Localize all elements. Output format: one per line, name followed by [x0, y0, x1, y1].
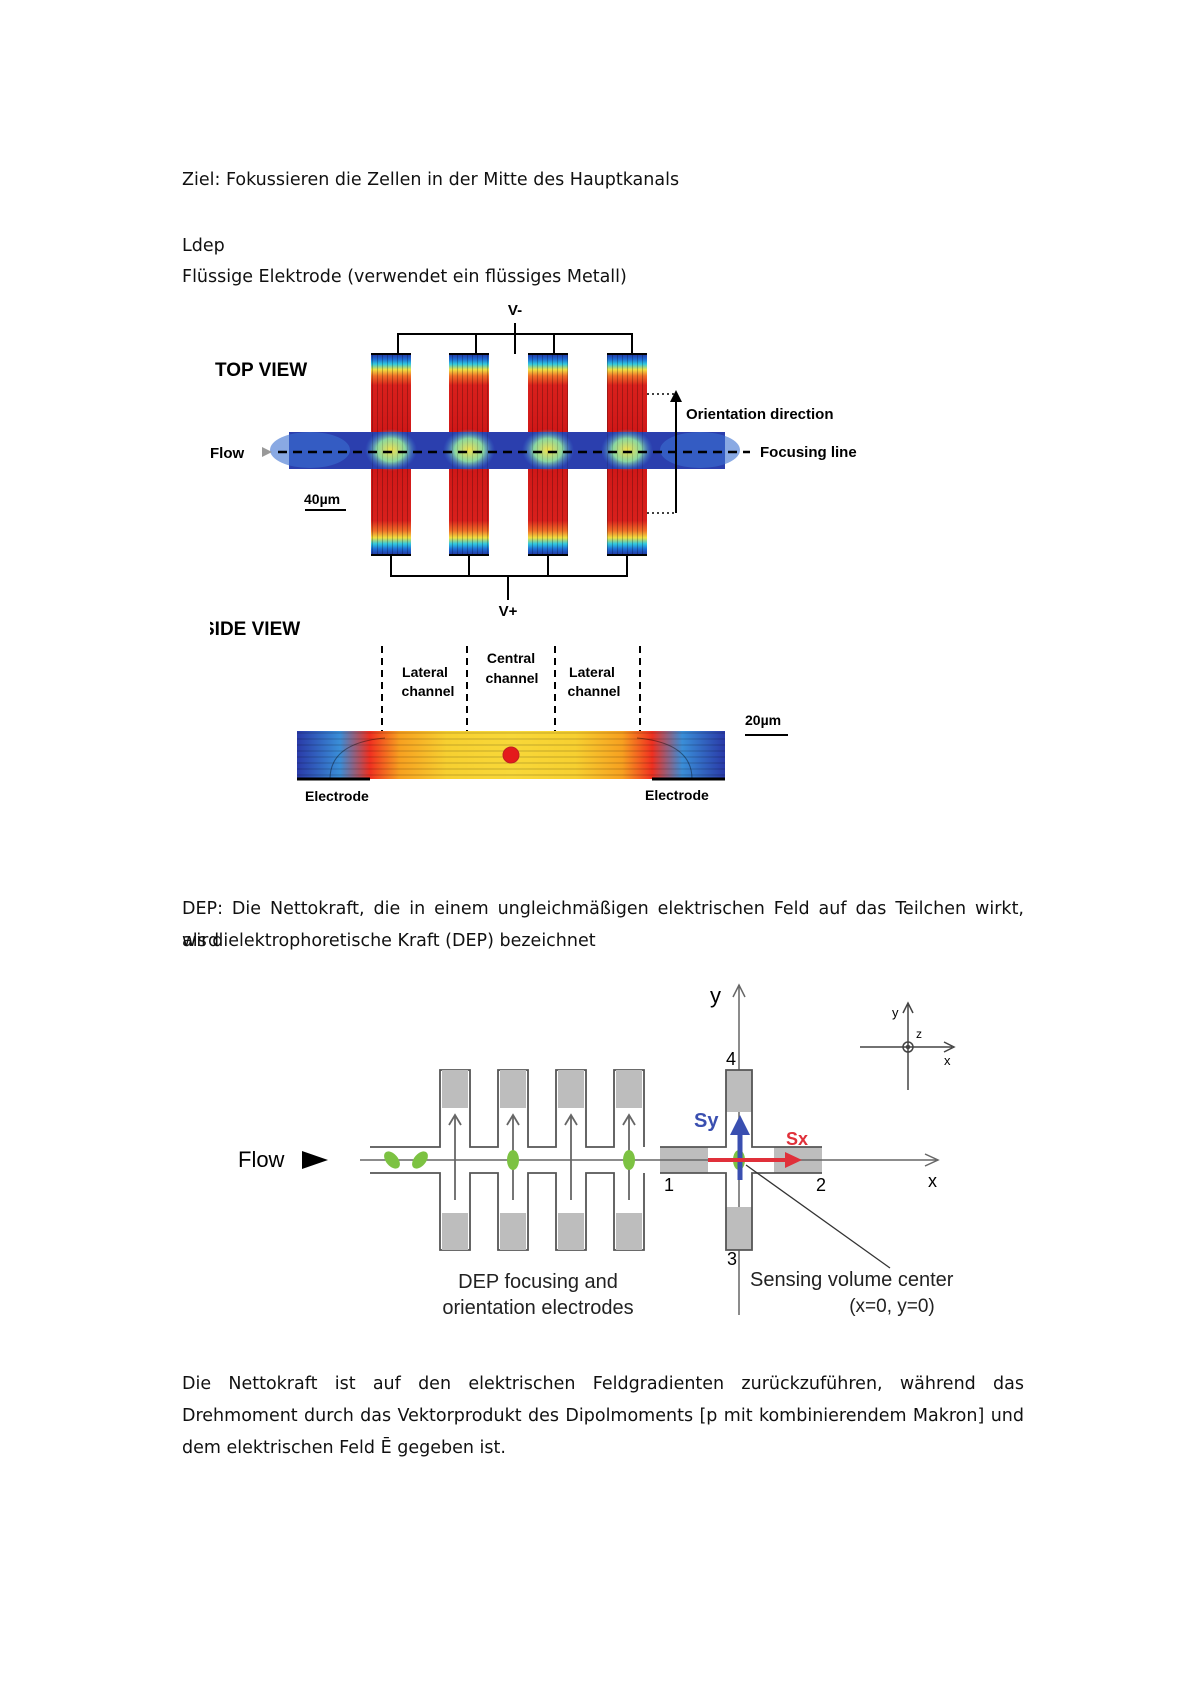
- electrode-4-label: 4: [726, 1049, 736, 1069]
- y-axis-label: y: [710, 983, 721, 1008]
- mini-coordinate-icon: [860, 1001, 956, 1090]
- dep-definition-line1: DEP: Die Nettokraft, die in einem unglei…: [182, 899, 1024, 951]
- dep-electrodes-label-1: DEP focusing and: [458, 1271, 618, 1293]
- flow-arrow-icon-2: [302, 1151, 328, 1169]
- sensing-volume-label-2: (x=0, y=0): [849, 1296, 935, 1317]
- orientation-direction-label: Orientation direction: [686, 406, 834, 423]
- electrode-top-4: [601, 354, 653, 555]
- v-minus-label: V-: [508, 302, 522, 319]
- sy-label: Sy: [694, 1110, 719, 1132]
- dep-electrodes-label-2: orientation electrodes: [442, 1297, 633, 1319]
- electrode-left-label: Electrode: [305, 788, 369, 804]
- side-view-channel: [297, 731, 725, 781]
- orientation-arrow-icon: [670, 390, 682, 402]
- lateral-channel-left-label-2: channel: [402, 683, 455, 699]
- ldep-text: Ldep: [182, 236, 225, 256]
- lateral-channel-right-label-2: channel: [568, 683, 621, 699]
- torque-text-line2: Drehmoment durch das Vektorprodukt des D…: [182, 1406, 1024, 1426]
- mini-y-label: y: [892, 1005, 899, 1020]
- figure1-svg: V- TOP VIEW: [202, 302, 857, 804]
- top-view-label: TOP VIEW: [215, 360, 307, 381]
- flow-label: Flow: [210, 445, 244, 462]
- focusing-line-label: Focusing line: [760, 444, 857, 461]
- central-channel-label: Central: [487, 650, 535, 666]
- electrode-3: [726, 1207, 752, 1250]
- cell-particle: [502, 746, 520, 764]
- liquid-electrode-text: Flüssige Elektrode (verwendet ein flüssi…: [182, 267, 627, 287]
- mini-x-label: x: [944, 1053, 951, 1068]
- side-view-label: SIDE VIEW: [210, 619, 300, 640]
- sensing-pointer: [745, 1164, 891, 1269]
- electrode-top-3: [522, 354, 574, 555]
- sensing-volume-label-1: Sensing volume center: [750, 1269, 954, 1291]
- sx-label: Sx: [786, 1129, 808, 1149]
- flow-label-2: Flow: [238, 1147, 285, 1172]
- figure2-svg: y x Flow Sy S: [238, 983, 956, 1319]
- electrode-top-2: [443, 354, 495, 555]
- goal-text: Ziel: Fokussieren die Zellen in der Mitt…: [182, 170, 680, 190]
- main-channel: [289, 432, 725, 469]
- torque-text-line1: Die Nettokraft ist auf den elektrischen …: [182, 1374, 1024, 1394]
- dep-definition-line2: als dielektrophoretische Kraft (DEP) bez…: [182, 931, 596, 951]
- flow-arrow-icon: [262, 447, 272, 457]
- electrode-3-label: 3: [727, 1249, 737, 1269]
- focusing-electrodes: [442, 1070, 642, 1250]
- torque-text-line3: dem elektrischen Feld Ē gegeben ist.: [182, 1438, 506, 1458]
- electrode-top-1: [365, 354, 417, 555]
- electrode-2-label: 2: [816, 1175, 826, 1195]
- electrode-4: [726, 1070, 752, 1112]
- figure-dep-focusing-views: V- TOP VIEW: [202, 298, 930, 860]
- electrode-right-label: Electrode: [645, 787, 709, 803]
- figure-dep-electrode-layout: y x Flow Sy S: [230, 975, 990, 1320]
- mini-z-label: z: [916, 1027, 922, 1041]
- v-plus-label: V+: [499, 603, 518, 620]
- lateral-channel-left-label: Lateral: [402, 664, 448, 680]
- lateral-channel-right-label: Lateral: [569, 664, 615, 680]
- x-axis-label: x: [928, 1171, 937, 1191]
- electrode-1-label: 1: [664, 1175, 674, 1195]
- scale-bar-side-label: 20µm: [745, 712, 781, 728]
- scale-bar-top-label: 40µm: [304, 491, 340, 507]
- central-channel-label-2: channel: [486, 670, 539, 686]
